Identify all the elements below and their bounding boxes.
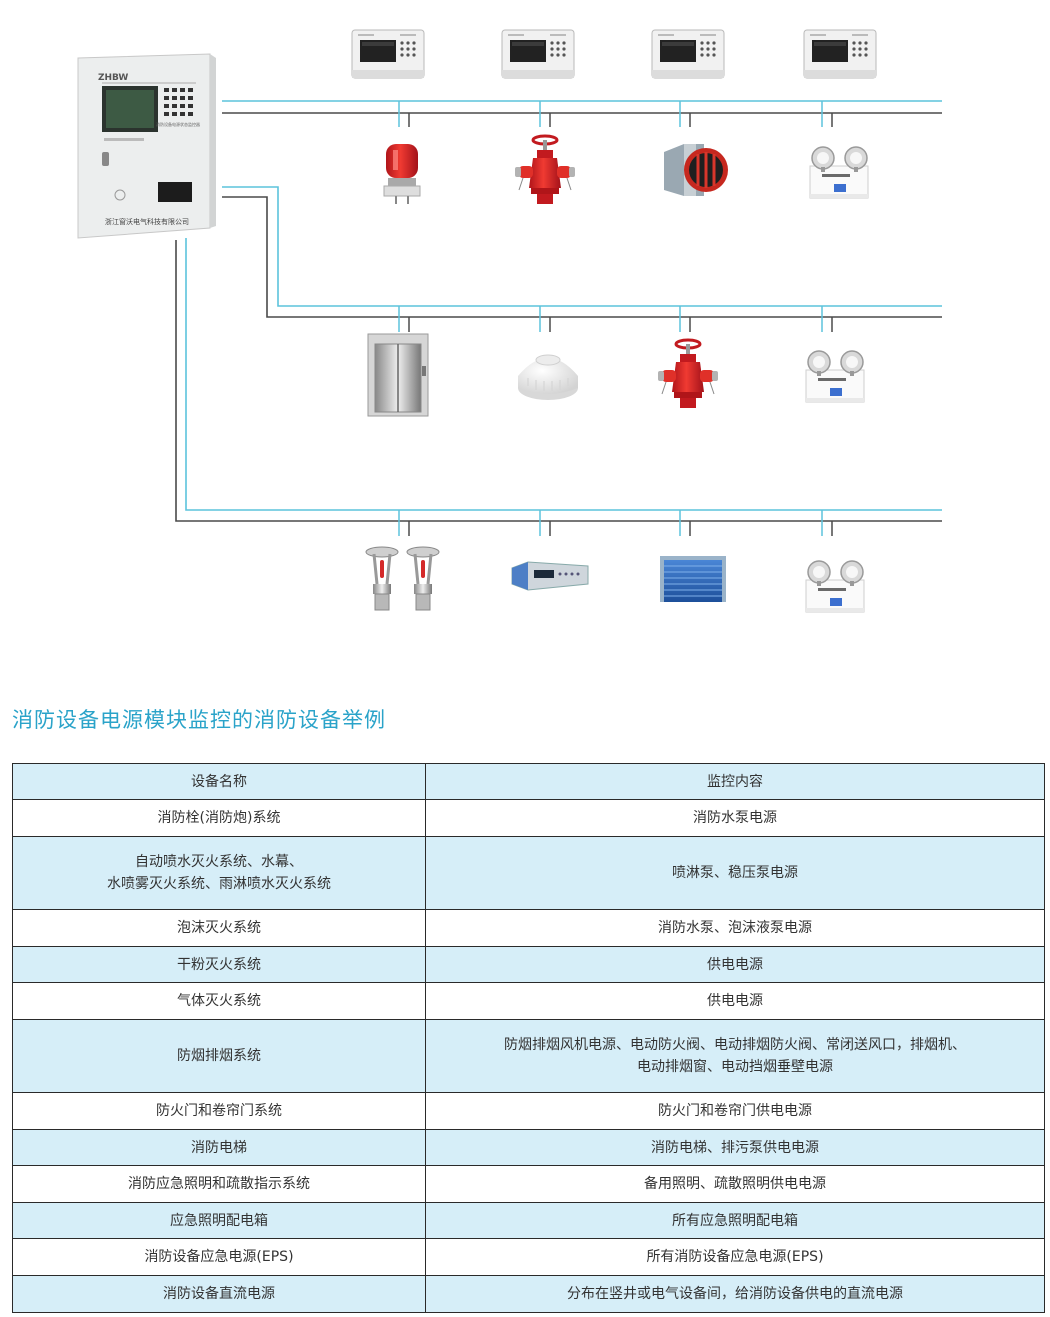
- header-device-name: 设备名称: [12, 763, 426, 800]
- cell-monitor-content: 分布在竖井或电气设备间，给消防设备供电的直流电源: [425, 1275, 1045, 1313]
- table-row: 应急照明配电箱 所有应急照明配电箱: [12, 1202, 1045, 1239]
- cell-device-name: 自动喷水灭火系统、水幕、水喷雾灭火系统、雨淋喷水灭火系统: [12, 836, 426, 910]
- table-row: 消防栓(消防炮)系统 消防水泵电源: [12, 799, 1045, 837]
- header-monitor-content: 监控内容: [425, 763, 1045, 800]
- bus-row2-dark: [222, 196, 942, 318]
- cell-monitor-content: 防烟排烟风机电源、电动防火阀、电动排烟防火阀、常闭送风口，排烟机、电动排烟窗、电…: [425, 1019, 1045, 1093]
- cell-monitor-content: 防火门和卷帘门供电电源: [425, 1092, 1045, 1130]
- panel-model-label: ZHBW: [98, 73, 128, 83]
- table-row: 消防设备应急电源(EPS) 所有消防设备应急电源(EPS): [12, 1238, 1045, 1276]
- cell-monitor-content: 供电电源: [425, 946, 1045, 983]
- cell-line: 水喷雾灭火系统、雨淋喷水灭火系统: [107, 876, 331, 892]
- hydrant-icon: [513, 134, 577, 206]
- row3-drops: [398, 510, 833, 536]
- smoke-detector-icon: [518, 354, 578, 400]
- table-row: 泡沫灭火系统 消防水泵、泡沫液泵电源: [12, 909, 1045, 947]
- hydrant-icon: [656, 338, 720, 410]
- cell-device-name: 消防应急照明和疏散指示系统: [12, 1165, 426, 1203]
- device-table: 设备名称 监控内容 消防栓(消防炮)系统 消防水泵电源 自动喷水灭火系统、水幕、…: [12, 763, 1045, 1313]
- cell-device-name: 气体灭火系统: [12, 982, 426, 1020]
- bus-row3-cyan: [185, 238, 942, 511]
- panel-screen-caption: 消防设备电源状态监控器: [156, 121, 200, 127]
- cell-device-name: 消防电梯: [12, 1129, 426, 1166]
- table-row: 干粉灭火系统 供电电源: [12, 946, 1045, 983]
- module-icon: [803, 29, 877, 79]
- table-row: 防烟排烟系统 防烟排烟风机电源、电动防火阀、电动排烟防火阀、常闭送风口，排烟机、…: [12, 1019, 1045, 1093]
- cell-monitor-content: 消防水泵电源: [425, 799, 1045, 837]
- cell-monitor-content: 所有消防设备应急电源(EPS): [425, 1238, 1045, 1276]
- cell-device-name: 泡沫灭火系统: [12, 909, 426, 947]
- table-row: 消防电梯 消防电梯、排污泵供电电源: [12, 1129, 1045, 1166]
- table-row: 消防应急照明和疏散指示系统 备用照明、疏散照明供电电源: [12, 1165, 1045, 1203]
- elevator-icon: [367, 333, 429, 417]
- cell-monitor-content: 备用照明、疏散照明供电电源: [425, 1165, 1045, 1203]
- system-diagram: ZHBW 浙江窗沃电气科技有限公司 消防设备电源状态监控器: [77, 29, 942, 613]
- emergency-light-icon: [805, 560, 865, 613]
- cell-monitor-content: 消防水泵、泡沫液泵电源: [425, 909, 1045, 947]
- panel-company-label: 浙江窗沃电气科技有限公司: [105, 217, 189, 226]
- module-icon: [351, 29, 425, 79]
- cell-monitor-content: 消防电梯、排污泵供电电源: [425, 1129, 1045, 1166]
- row2-drops: [398, 306, 833, 332]
- bus-row3-dark: [175, 240, 942, 522]
- cell-monitor-content: 所有应急照明配电箱: [425, 1202, 1045, 1239]
- alarm-light-icon: [383, 144, 421, 204]
- cell-device-name: 干粉灭火系统: [12, 946, 426, 983]
- exhaust-fan-icon: [664, 144, 728, 196]
- table-row: 自动喷水灭火系统、水幕、水喷雾灭火系统、雨淋喷水灭火系统 喷淋泵、稳压泵电源: [12, 836, 1045, 910]
- monitor-panel: ZHBW 浙江窗沃电气科技有限公司 消防设备电源状态监控器: [77, 53, 216, 239]
- cell-monitor-content: 供电电源: [425, 982, 1045, 1020]
- cell-device-name: 应急照明配电箱: [12, 1202, 426, 1239]
- row1-drops: [398, 101, 833, 127]
- cell-device-name: 消防栓(消防炮)系统: [12, 799, 426, 837]
- rolling-shutter-icon: [660, 556, 726, 602]
- cell-line: 防烟排烟风机电源、电动防火阀、电动排烟防火阀、常闭送风口，排烟机、: [504, 1037, 966, 1053]
- table-row: 防火门和卷帘门系统 防火门和卷帘门供电电源: [12, 1092, 1045, 1130]
- section-title: 消防设备电源模块监控的消防设备举例: [12, 708, 386, 732]
- sprinkler-icon: [365, 546, 440, 611]
- cell-line: 自动喷水灭火系统、水幕、: [135, 854, 303, 870]
- table-header-row: 设备名称 监控内容: [12, 763, 1045, 800]
- cell-device-name: 防烟排烟系统: [12, 1019, 426, 1093]
- cell-line: 电动排烟窗、电动挡烟垂壁电源: [637, 1059, 833, 1075]
- rack-power-unit-icon: [511, 561, 589, 591]
- module-icon: [501, 29, 575, 79]
- table-row: 消防设备直流电源 分布在竖井或电气设备间，给消防设备供电的直流电源: [12, 1275, 1045, 1313]
- monitoring-modules: [351, 29, 877, 79]
- table-row: 气体灭火系统 供电电源: [12, 982, 1045, 1020]
- bus-row2-cyan: [222, 186, 942, 307]
- cell-device-name: 消防设备应急电源(EPS): [12, 1238, 426, 1276]
- cell-device-name: 防火门和卷帘门系统: [12, 1092, 426, 1130]
- cell-monitor-content: 喷淋泵、稳压泵电源: [425, 836, 1045, 910]
- module-icon: [651, 29, 725, 79]
- emergency-light-icon: [805, 350, 865, 403]
- cell-device-name: 消防设备直流电源: [12, 1275, 426, 1313]
- emergency-light-icon: [809, 146, 869, 199]
